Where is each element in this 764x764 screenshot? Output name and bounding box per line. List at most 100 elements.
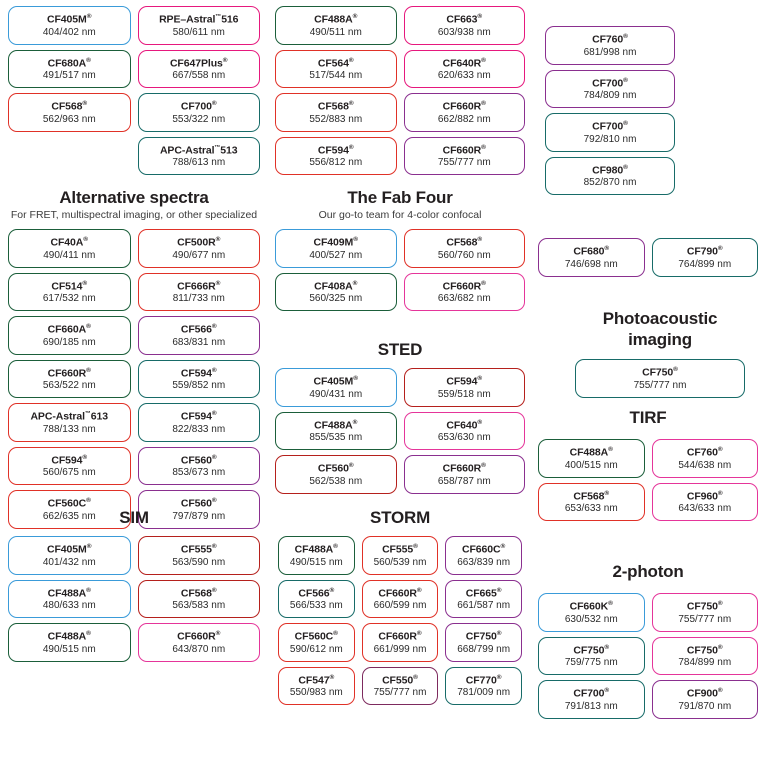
dye-pill[interactable]: CF555®563/590 nm (137, 536, 260, 575)
dye-pill[interactable]: CF980®852/870 nm (545, 156, 675, 195)
dye-pill[interactable]: CF660R®663/682 nm (403, 272, 525, 311)
dye-pill[interactable]: CF405M®401/432 nm (8, 536, 131, 575)
registered-mark-icon: ® (333, 543, 338, 550)
dye-pill[interactable]: CF750®668/799 nm (445, 623, 522, 662)
dye-pill[interactable]: CF680A®491/517 nm (8, 49, 131, 88)
dye-pill[interactable]: CF700®784/809 nm (545, 69, 675, 108)
dye-pill[interactable]: CF550®755/777 nm (361, 666, 439, 705)
dye-name: CF594® (51, 453, 88, 466)
dye-pill[interactable]: CF700®792/810 nm (545, 113, 675, 152)
dye-pill[interactable]: CF960®643/633 nm (651, 482, 758, 521)
registered-mark-icon: ® (215, 630, 221, 637)
dye-pill[interactable]: CF760®681/998 nm (545, 26, 675, 65)
dye-pill[interactable]: CF488A®490/515 nm (278, 536, 355, 575)
dye-pill[interactable]: CF564®517/544 nm (275, 49, 397, 88)
registered-mark-icon: ® (717, 687, 723, 694)
dye-pill[interactable]: CF660R®643/870 nm (137, 623, 260, 662)
registered-mark-icon: ® (604, 687, 610, 694)
dye-pill[interactable]: CF594®556/812 nm (275, 136, 397, 175)
dye-name: CF488A® (569, 446, 613, 459)
dye-name: APC-Astral™613 (30, 410, 109, 423)
dye-name: CF750® (686, 600, 723, 613)
dye-pill[interactable]: CF488A®490/511 nm (275, 6, 397, 45)
dye-pill[interactable]: CF647Plus®667/558 nm (137, 49, 260, 88)
group-photoacoustic: Photoacoustic imaging CF750®755/777 nm (575, 308, 745, 398)
dye-pill[interactable]: CF500R®490/677 nm (137, 229, 260, 268)
dye-pill[interactable]: CF660R®658/787 nm (403, 455, 525, 494)
dye-pill[interactable]: CF560®797/879 nm (137, 490, 260, 529)
dye-name: CF568® (317, 100, 354, 113)
dye-pill[interactable]: CF660R®660/599 nm (361, 579, 439, 618)
dye-pill[interactable]: CF568®552/883 nm (275, 93, 397, 132)
dye-pill[interactable]: CF409M®400/527 nm (275, 229, 397, 268)
dye-name: CF560C® (47, 497, 91, 510)
dye-pill[interactable]: CF568®560/760 nm (403, 229, 525, 268)
dye-pill[interactable]: CF488A®400/515 nm (538, 439, 645, 478)
registered-mark-icon: ® (623, 33, 628, 40)
dye-pill[interactable]: CF514®617/532 nm (8, 272, 131, 311)
dye-pill[interactable]: CF488A®480/633 nm (8, 579, 131, 618)
dye-pill[interactable]: CF594®560/675 nm (8, 446, 131, 485)
dye-pill[interactable]: CF560®562/538 nm (275, 455, 397, 494)
dye-pill[interactable]: CF660R®662/882 nm (403, 93, 525, 132)
dye-pill[interactable]: CF700®791/813 nm (538, 680, 645, 719)
dye-pill[interactable]: CF568®563/583 nm (137, 579, 260, 618)
dye-pill[interactable]: CF666R®811/733 nm (137, 272, 260, 311)
dye-pill[interactable]: CF640®653/630 nm (403, 411, 525, 450)
dye-pill[interactable]: CF547®550/983 nm (278, 666, 355, 705)
dye-pill[interactable]: CF408A®560/325 nm (275, 272, 397, 311)
dye-pill[interactable]: CF790®764/899 nm (651, 238, 758, 277)
dye-pill[interactable]: CF700®553/322 nm (137, 93, 260, 132)
dye-spectra: 553/322 nm (172, 113, 226, 125)
dye-pill[interactable]: CF680®746/698 nm (538, 238, 645, 277)
dye-pill[interactable]: CF660C®663/839 nm (445, 536, 522, 575)
dye-name: CF660R® (442, 279, 486, 292)
dye-pill[interactable]: CF594®559/852 nm (137, 359, 260, 398)
dye-pill[interactable]: CF900®791/870 nm (651, 680, 758, 719)
dye-pill[interactable]: CF750®784/899 nm (651, 636, 758, 675)
dye-spectra: 620/633 nm (437, 70, 491, 81)
dye-name: CF594® (446, 375, 483, 388)
dye-pill[interactable]: CF555®560/539 nm (361, 536, 439, 575)
dye-pill[interactable]: CF566®566/533 nm (278, 579, 355, 618)
dye-pill[interactable]: CF568®562/963 nm (8, 93, 131, 132)
dye-pill[interactable]: CF488A®855/535 nm (275, 411, 397, 450)
dye-name: CF960® (686, 489, 723, 502)
dye-pill[interactable]: CF660A®690/185 nm (8, 316, 131, 355)
dye-pill[interactable]: CF660R®661/999 nm (361, 623, 439, 662)
dye-pill[interactable]: CF560®853/673 nm (137, 446, 260, 485)
dye-pill[interactable]: CF660K®630/532 nm (538, 593, 645, 632)
registered-mark-icon: ® (416, 630, 422, 637)
dye-pill[interactable]: CF640R®620/633 nm (403, 49, 525, 88)
dye-name: CF680® (573, 245, 610, 258)
dye-pill[interactable]: CF560C®590/612 nm (278, 623, 355, 662)
dye-pill[interactable]: CF663®603/938 nm (403, 6, 525, 45)
registered-mark-icon: ® (211, 543, 217, 550)
dye-pill[interactable]: CF488A®490/515 nm (8, 623, 131, 662)
dye-pill[interactable]: CF594®559/518 nm (403, 368, 525, 407)
dye-pill[interactable]: CF750®755/777 nm (575, 359, 745, 398)
dye-spectra: 643/633 nm (678, 503, 732, 514)
dye-pill[interactable]: CF560C®662/635 nm (8, 490, 131, 529)
dye-pill[interactable]: CF750®759/775 nm (538, 636, 645, 675)
dye-pill[interactable]: CF660R®563/522 nm (8, 359, 131, 398)
dye-pill[interactable]: CF405M®404/402 nm (8, 6, 131, 45)
dye-pill[interactable]: CF568®653/633 nm (538, 482, 645, 521)
dye-pill[interactable]: CF760®544/638 nm (651, 439, 758, 478)
dye-name: CF770® (465, 673, 502, 686)
dye-pill[interactable]: CF40A®490/411 nm (8, 229, 131, 268)
dye-pill[interactable]: CF594®822/833 nm (137, 403, 260, 442)
dye-pill[interactable]: CF405M®490/431 nm (275, 368, 397, 407)
dye-pill[interactable]: CF660R®755/777 nm (403, 136, 525, 175)
dye-pill[interactable]: CF566®683/831 nm (137, 316, 260, 355)
dye-pill[interactable]: CF665®661/587 nm (445, 579, 522, 618)
dye-pill[interactable]: CF750®755/777 nm (651, 593, 758, 632)
dye-name: CF760® (592, 33, 628, 46)
dye-pill[interactable]: CF770®781/009 nm (445, 666, 522, 705)
